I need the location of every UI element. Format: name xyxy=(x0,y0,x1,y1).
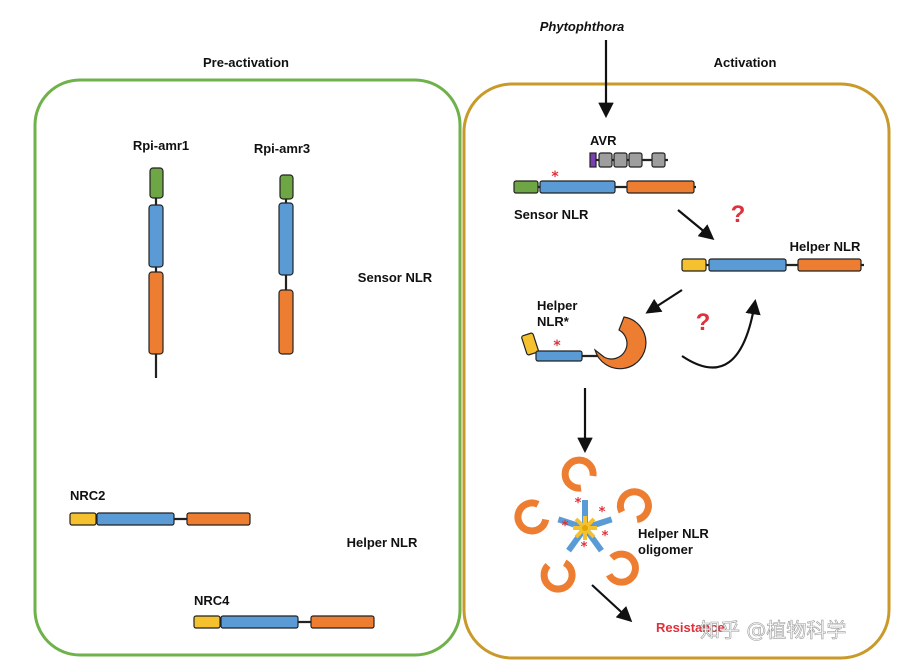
nb-arc-domain xyxy=(708,258,787,272)
nrc2-label: NRC2 xyxy=(70,488,105,503)
cc-domain xyxy=(193,615,221,629)
cc-domain xyxy=(149,167,164,199)
oligomer-star: * xyxy=(575,496,582,511)
oligomer-star: * xyxy=(562,519,569,534)
lrr-domain xyxy=(797,258,862,272)
effector-domain xyxy=(613,152,628,168)
nrc2-protein xyxy=(69,512,251,526)
effector-domain xyxy=(628,152,643,168)
pre-activation-panel xyxy=(33,78,462,657)
effector-domain xyxy=(651,152,666,168)
cc-domain xyxy=(69,512,97,526)
nb-arc-domain xyxy=(96,512,175,526)
nb-arc-domain xyxy=(535,350,583,362)
nrc4-protein xyxy=(193,615,375,629)
active-sensor-nlr xyxy=(513,180,696,194)
sensor-to-helper-arrow xyxy=(677,209,715,240)
rpi-amr3-protein xyxy=(278,174,294,355)
cc-domain xyxy=(513,180,539,194)
helper-nlr-right-label: Helper NLR xyxy=(790,239,861,254)
resistance-label: Resistance xyxy=(656,620,725,635)
lrr-domain xyxy=(278,289,294,355)
nb-arc-domain xyxy=(539,180,616,194)
lrr-domain xyxy=(186,512,251,526)
helper-nlr-oligomer xyxy=(514,456,652,593)
oligomer-label-line2: oligomer xyxy=(638,542,693,557)
cc-domain xyxy=(279,174,294,200)
activation-title: Activation xyxy=(714,55,777,70)
watermark: 知乎 @植物科学 xyxy=(700,618,846,642)
active-helper-nlr xyxy=(521,316,647,370)
activation-panel xyxy=(462,82,891,660)
effector-domain xyxy=(598,152,613,168)
cc-domain xyxy=(681,258,707,272)
lrr-domain xyxy=(626,180,695,194)
sensor-nlr-active-label: Sensor NLR xyxy=(514,207,589,222)
question-mark-1: ? xyxy=(731,201,746,228)
pathogen-label: Phytophthora xyxy=(540,19,625,34)
rpi-amr3-label: Rpi-amr3 xyxy=(254,141,310,156)
pre-activation-title: Pre-activation xyxy=(203,55,289,70)
resistance-arrow xyxy=(591,584,633,623)
oligomer-star: * xyxy=(602,529,609,544)
avr-label: AVR xyxy=(590,133,617,148)
lrr-domain xyxy=(148,271,164,355)
oligomer-star: * xyxy=(581,540,588,555)
sensor-nlr-label: Sensor NLR xyxy=(358,270,433,285)
helper-nlr-label: Helper NLR xyxy=(347,535,418,550)
nb-arc-domain xyxy=(148,204,164,268)
nb-arc-domain xyxy=(278,202,294,276)
nb-arc-domain xyxy=(220,615,299,629)
oligomer-star: * xyxy=(599,505,606,520)
helper-star-label-line2: NLR* xyxy=(537,314,570,329)
lrr-domain xyxy=(310,615,375,629)
lrr-domain xyxy=(593,316,647,370)
resting-helper-nlr xyxy=(681,258,864,272)
nrc4-label: NRC4 xyxy=(194,593,230,608)
signal-peptide xyxy=(589,152,597,168)
helper-to-active-arrow xyxy=(645,289,683,314)
avr-effector xyxy=(589,152,668,168)
rpi-amr1-protein xyxy=(148,167,164,378)
oligomer-label-line1: Helper NLR xyxy=(638,526,709,541)
activation-star: * xyxy=(551,169,559,185)
helper-activation-star: * xyxy=(553,338,561,354)
rpi-amr1-label: Rpi-amr1 xyxy=(133,138,189,153)
helper-star-label-line1: Helper xyxy=(537,298,577,313)
feedback-curved-arrow xyxy=(681,298,761,369)
cc-domain xyxy=(521,332,539,356)
question-mark-2: ? xyxy=(696,309,711,336)
